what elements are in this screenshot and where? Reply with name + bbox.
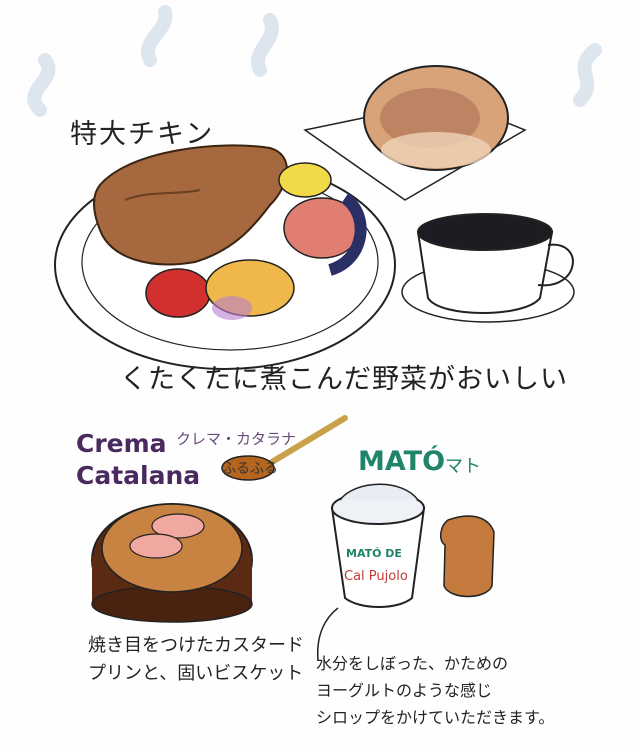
steam-wisps <box>27 5 602 117</box>
coffee-cup <box>416 231 554 314</box>
chicken-title: 特大チキン <box>70 119 215 150</box>
biscuit-1 <box>151 513 205 539</box>
lemon-slice <box>278 162 332 198</box>
stew-caption: くたくたに煮こんだ野菜がおいしい <box>120 364 568 395</box>
spoon-handle <box>269 415 348 465</box>
spoon-note: ふるふる <box>222 461 278 477</box>
chicken <box>93 144 288 266</box>
mato-cup <box>330 507 426 608</box>
mato-title: MATÓ <box>358 446 446 477</box>
cup-brand: MATÓ DE <box>346 547 402 560</box>
biscuit-2 <box>129 533 183 559</box>
spoon-bowl <box>221 455 275 481</box>
crema-description: 焼き目をつけたカスタード プリンと、固いビスケット <box>88 635 304 684</box>
pointer-line <box>317 607 339 661</box>
mato-description: 水分をしぼった、かための ヨーグルトのような感じ シロップをかけていただきます。 <box>316 654 555 727</box>
tomato <box>145 268 211 318</box>
syrup-pitcher <box>440 515 495 598</box>
crema-catalana-jp: クレマ・カタラナ <box>176 430 297 448</box>
cup-origin: Cal Pujolo <box>344 569 408 584</box>
crema-catalana-title: Crema Catalana <box>76 429 201 490</box>
mato-jp: マト <box>445 456 481 477</box>
